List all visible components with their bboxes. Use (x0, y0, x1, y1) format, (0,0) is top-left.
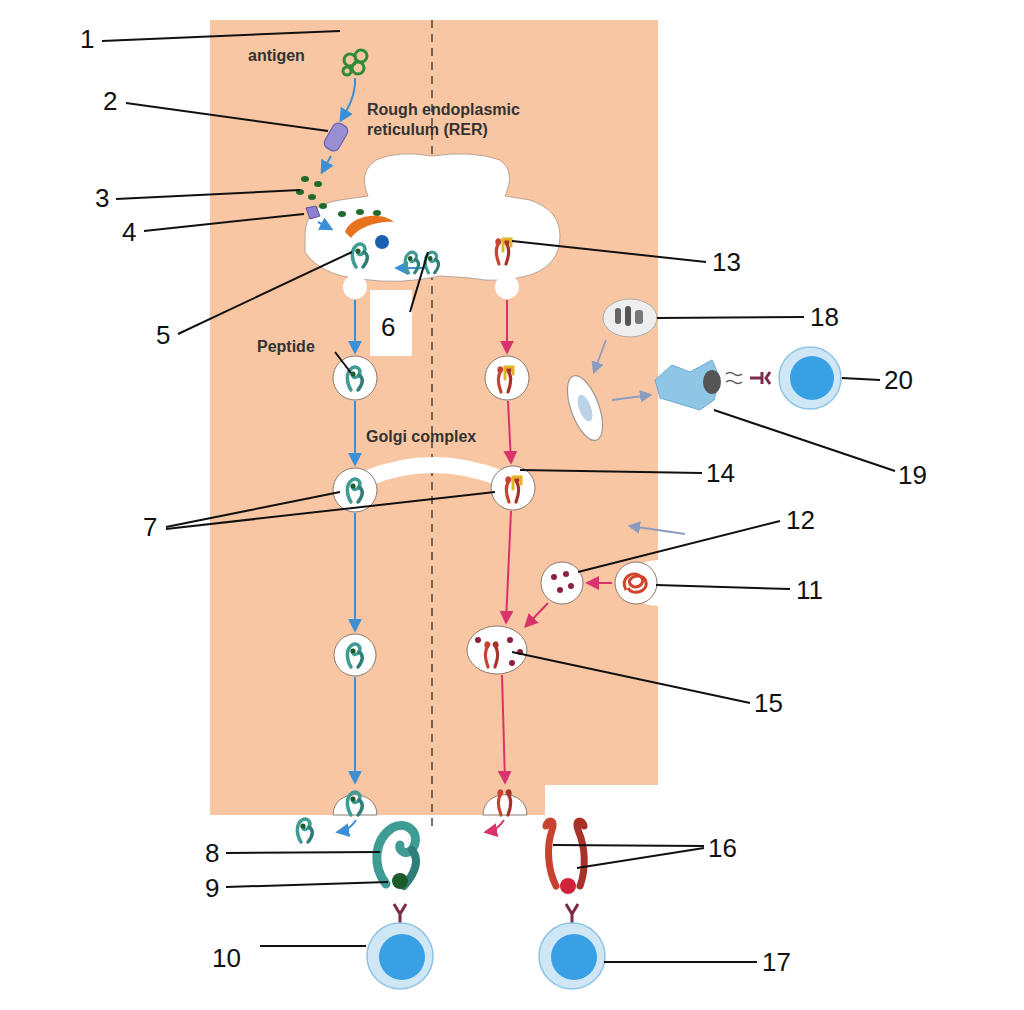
class-two-arrows (486, 300, 612, 832)
antigen-protein (343, 50, 367, 75)
antigen-presenting-cell (655, 360, 770, 410)
transport-vesicles (333, 356, 657, 815)
rough-er (305, 154, 560, 282)
leader-lines (102, 31, 895, 962)
callout-number: 6 (381, 312, 395, 342)
class-one-arrows (318, 78, 425, 832)
er-bud (495, 275, 519, 299)
tap-transporter (306, 206, 320, 219)
structure-label: antigen (248, 46, 305, 66)
structure-label: Peptide (257, 337, 315, 357)
t-cell-receptors (394, 904, 578, 924)
callout-number: 15 (754, 688, 783, 718)
chaperone-subunit (375, 235, 389, 249)
callout-number: 9 (205, 873, 219, 903)
callout-number: 16 (708, 833, 737, 863)
callout-number: 20 (884, 365, 913, 395)
pathway-divider (431, 20, 433, 832)
cell-body (210, 20, 658, 815)
callout-box (370, 290, 412, 356)
mhc-class-one (297, 244, 438, 842)
t-cell (367, 923, 605, 989)
surface-mhc-class-two (546, 821, 584, 894)
proteasome (322, 121, 350, 153)
golgi-band (368, 465, 500, 478)
endocytosed-protein (624, 574, 646, 592)
engulfing-vesicle (560, 371, 610, 444)
structure-label: Rough endoplasmic reticulum (RER) (367, 100, 567, 140)
callout-number: 19 (898, 460, 927, 490)
callout-number: 10 (212, 943, 241, 973)
callout-number: 11 (796, 575, 823, 605)
callout-number: 13 (712, 247, 741, 277)
callout-number: 2 (103, 86, 117, 116)
callout-number: 8 (205, 838, 219, 868)
callout-number: 14 (706, 458, 735, 488)
chaperone (345, 216, 394, 238)
callout-number: 12 (786, 505, 815, 535)
callout-number: 4 (122, 217, 136, 247)
callout-number: 5 (156, 320, 170, 350)
callout-number: 18 (810, 302, 839, 332)
er-bud (343, 275, 367, 299)
callout-number: 7 (143, 512, 157, 542)
mhc-class-two (485, 239, 521, 815)
bacterium-vesicle (603, 299, 657, 337)
callout-number: 1 (80, 24, 94, 54)
structure-label: Golgi complex (366, 427, 476, 447)
t-cell (779, 347, 841, 409)
antigen-peptides (475, 571, 574, 666)
surface-mhc-class-one (377, 825, 416, 889)
callout-number: 3 (95, 183, 109, 213)
callout-number: 17 (762, 947, 791, 977)
